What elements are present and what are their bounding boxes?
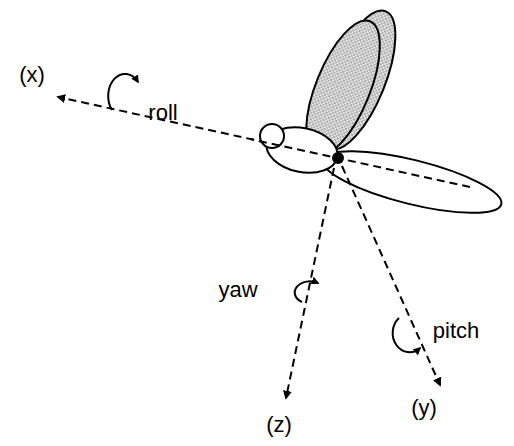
roll-rotation: [108, 74, 138, 110]
axis-label: yaw: [218, 279, 257, 301]
y-axis: [342, 166, 440, 385]
axis-label: roll: [148, 102, 177, 124]
yaw-rotation: [295, 281, 318, 302]
axis-label: (y): [411, 397, 437, 419]
axis-label: pitch: [433, 320, 479, 342]
pitch-rotation: [393, 318, 420, 352]
axis-label: (x): [19, 64, 45, 86]
abdomen: [317, 138, 506, 225]
z-axis: [286, 168, 334, 398]
centre-of-mass: [332, 152, 344, 164]
x-axis-through-body: [250, 139, 470, 187]
axis-label: (z): [266, 414, 292, 436]
